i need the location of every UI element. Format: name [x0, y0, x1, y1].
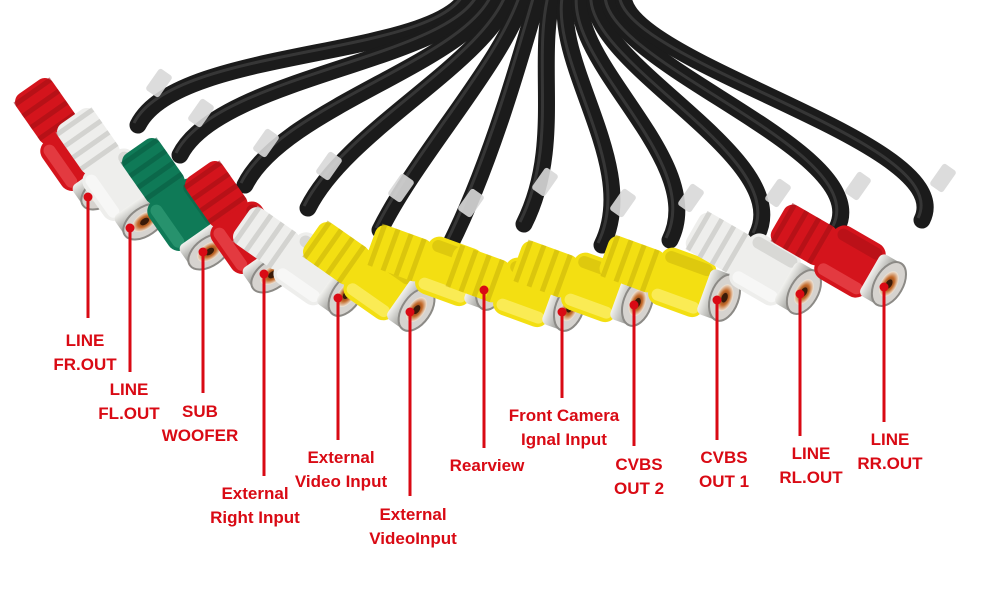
leader-dot	[125, 223, 135, 233]
cable	[571, 0, 686, 249]
leader-dot	[795, 289, 805, 299]
leader-dot	[712, 295, 722, 305]
leader-dot	[405, 307, 415, 317]
leader-dot	[259, 269, 269, 279]
plugs	[13, 77, 907, 332]
label-rearview: Rearview	[449, 456, 525, 475]
rca-plug-external-video-input	[232, 205, 366, 317]
leader-dot	[333, 293, 343, 303]
leader-dot	[83, 192, 93, 202]
leader-dot	[629, 300, 639, 310]
rca-plug-line-rr-out	[770, 202, 907, 307]
cable	[171, 0, 489, 164]
leader-dot	[198, 247, 208, 257]
leader-dot	[557, 307, 567, 317]
cable	[129, 0, 475, 134]
cable	[236, 0, 504, 194]
cable	[556, 0, 621, 254]
leader-dot	[879, 282, 889, 292]
rca-plug-external-videoinput	[302, 220, 436, 332]
cable	[515, 0, 561, 233]
label-leaders	[83, 192, 889, 496]
leader-dot	[479, 285, 489, 295]
cables	[129, 0, 956, 254]
rca-plug-cvbs-out-1	[599, 234, 742, 322]
